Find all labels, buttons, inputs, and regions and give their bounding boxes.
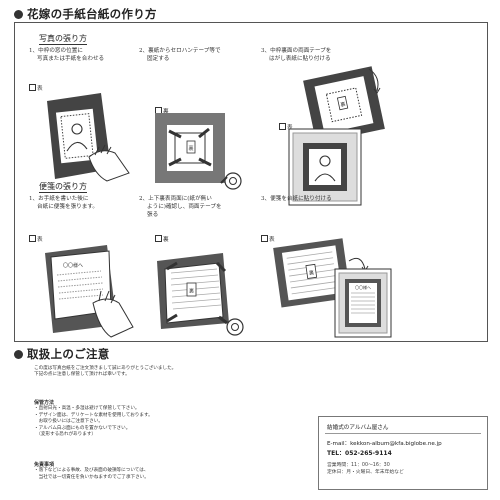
- checkbox-icon: [261, 235, 268, 242]
- photo-face-2-label: 裏: [163, 109, 169, 115]
- notes-intro-line-2: 下記の点に注意し保管して頂ければ幸いです。: [34, 372, 130, 378]
- storage-item: ・直射日光・高温・多湿は避けて保管して下さい。: [34, 406, 140, 412]
- photo-step-1-line-1: 1、中枠の窓の位置に: [29, 48, 83, 54]
- bullet-icon: [14, 350, 23, 359]
- stationery-step-1-line-1: 1、お手紙を書いた後に: [29, 196, 89, 202]
- stationery-face-2-label: 裏: [163, 237, 169, 243]
- stationery-heading-text: 便箋の張り方: [39, 182, 87, 193]
- photo-step-3: 3、中枠裏面の両面テープを はがし表紙に貼り付ける: [261, 47, 331, 63]
- checkbox-icon: [279, 123, 286, 130]
- stationery-face-3-label: 表: [269, 237, 275, 243]
- storage-section: 保管方法 ・直射日光・高温・多湿は避けて保管して下さい。 ・デザイン面は、デリケ…: [34, 400, 153, 438]
- shop-hours: 営業時間：11：00～16：30 定休日：月・火曜日、年末年始など: [327, 462, 404, 476]
- disclaimer-item: 当社では一切責任を負いかねますのでご了承下さい。: [34, 474, 149, 480]
- stationery-back-illustration: 裏: [157, 253, 244, 336]
- stationery-step-3-line-1: 3、便箋を台紙に貼り付ける: [261, 196, 332, 202]
- stationery-step-1: 1、お手紙を書いた後に 台紙に便箋を張ります。: [29, 195, 98, 211]
- photo-face-3-label: 表: [287, 125, 293, 131]
- svg-text:裏: 裏: [309, 269, 315, 277]
- svg-text:裏: 裏: [188, 145, 193, 152]
- checkbox-icon: [29, 84, 36, 91]
- photo-step-1: 1、中枠の窓の位置に 写真または手紙を合わせる: [29, 47, 104, 63]
- guide-title: 花嫁の手紙台紙の作り方: [14, 6, 157, 22]
- storage-item: （変形する恐れがあります）: [34, 432, 97, 438]
- storage-heading: 保管方法: [34, 400, 55, 406]
- photo-assembly-illustration: 裏: [288, 66, 385, 206]
- stationery-step-3: 3、便箋を台紙に貼り付ける: [261, 195, 332, 203]
- shop-info-box: 結婚式のアルバム屋さん E-mail：kekkon-album@kfa.bigl…: [318, 416, 488, 490]
- photo-step-2-line-1: 2、裏紙からセロハンテープ等で: [139, 48, 221, 54]
- storage-item: お取り扱いにはご注意下さい。: [34, 419, 103, 425]
- divider: [325, 433, 481, 434]
- photo-face-1: 表: [29, 84, 43, 92]
- stationery-face-2: 裏: [155, 235, 169, 243]
- disclaimer-heading: 免責事項: [34, 462, 55, 468]
- stationery-heading: 便箋の張り方: [39, 181, 87, 193]
- photo-step-3-line-1: 3、中枠裏面の両面テープを: [261, 48, 332, 54]
- shop-hours-line-1: 営業時間：11：00～16：30: [327, 463, 390, 468]
- photo-step-2: 2、裏紙からセロハンテープ等で 固定する: [139, 47, 221, 63]
- photo-face-1-label: 表: [37, 86, 43, 92]
- stationery-assembly-illustration: 裏 〇〇様へ: [273, 238, 392, 338]
- stationery-face-1-label: 表: [37, 237, 43, 243]
- notes-intro-line-1: この度は写真台紙をご注文頂きまして誠にありがとうございました。: [34, 366, 177, 371]
- stationery-face-3: 表: [261, 235, 275, 243]
- photo-heading-text: 写真の張り方: [39, 34, 87, 45]
- guide-title-text: 花嫁の手紙台紙の作り方: [27, 7, 157, 21]
- shop-email: E-mail：kekkon-album@kfa.biglobe.ne.jp: [327, 441, 442, 447]
- guide-panel: 写真の張り方 1、中枠の窓の位置に 写真または手紙を合わせる 2、裏紙からセロハ…: [14, 22, 488, 342]
- bullet-icon: [14, 10, 23, 19]
- checkbox-icon: [155, 235, 162, 242]
- photo-frame-illustration: [47, 93, 130, 182]
- storage-item: ・デザイン面は、デリケートな素材を使用しております。: [34, 412, 153, 418]
- shop-name: 結婚式のアルバム屋さん: [327, 425, 389, 431]
- stationery-face-1: 表: [29, 235, 43, 243]
- photo-step-2-line-2: 固定する: [147, 56, 170, 62]
- shop-tel: TEL：052-265-9114: [327, 450, 392, 457]
- stationery-step-2-line-2: ように)確認し、両面テープを: [147, 204, 222, 210]
- svg-text:裏: 裏: [340, 101, 346, 109]
- stationery-box-label: 裏: [189, 288, 194, 295]
- stationery-paper-label: 〇〇様へ: [63, 262, 83, 269]
- photo-face-3: 表: [279, 123, 293, 131]
- stationery-step-2: 2、上下裏表両面に(紙が無い ように)確認し、両面テープを 張る: [139, 195, 222, 219]
- notes-title: 取扱上のご注意: [14, 346, 110, 362]
- stationery-step-2-line-3: 張る: [147, 212, 159, 218]
- stationery-step-2-line-1: 2、上下裏表両面に(紙が無い: [139, 196, 212, 202]
- stationery-front-illustration: 〇〇様へ: [45, 245, 134, 338]
- notes-intro: この度は写真台紙をご注文頂きまして誠にありがとうございました。 下記の点に注意し…: [34, 366, 176, 379]
- disclaimer-item: ・落下などによる事故、及び表面の破損等については、: [34, 468, 149, 474]
- shop-hours-line-2: 定休日：月・火曜日、年末年始など: [327, 470, 404, 475]
- photo-heading: 写真の張り方: [39, 33, 87, 45]
- stationery-step-1-line-2: 台紙に便箋を張ります。: [37, 204, 98, 210]
- notes-title-text: 取扱上のご注意: [27, 347, 110, 361]
- disclaimer-section: 免責事項 ・落下などによる事故、及び表面の破損等については、 当社では一切責任を…: [34, 462, 149, 481]
- photo-step-1-line-2: 写真または手紙を合わせる: [37, 56, 105, 62]
- photo-back-illustration: 裏: [155, 113, 242, 190]
- svg-text:〇〇様へ: 〇〇様へ: [355, 284, 371, 290]
- storage-item: ・アルバム白ぶ面にものを置かないで下さい。: [34, 425, 131, 431]
- checkbox-icon: [29, 235, 36, 242]
- photo-step-3-line-2: はがし表紙に貼り付ける: [269, 56, 331, 62]
